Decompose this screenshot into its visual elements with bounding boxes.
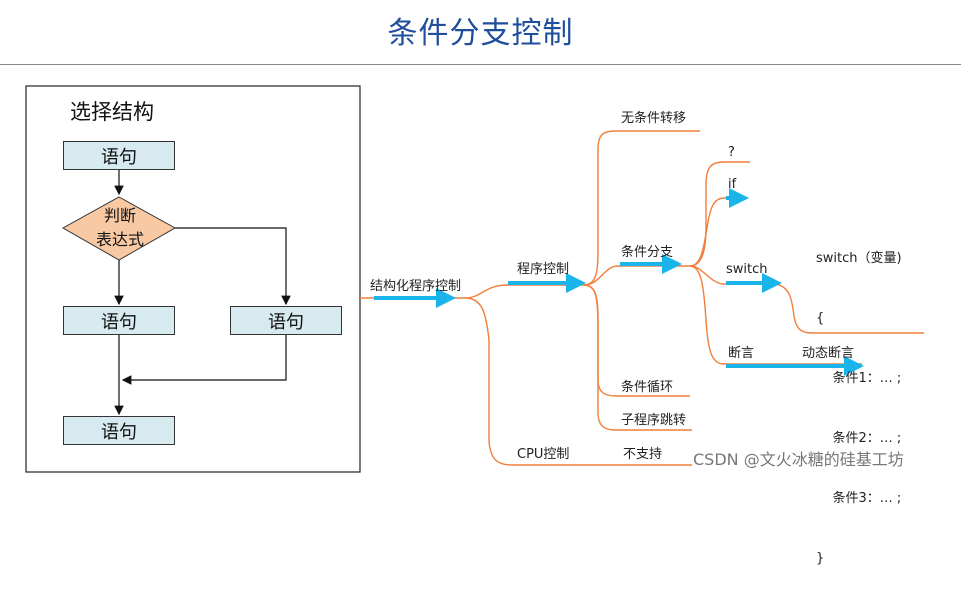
if-label: if	[728, 177, 737, 192]
switch-code-line-5: 条件3：… ;	[816, 491, 902, 506]
switch-code-line-1: switch（变量)	[816, 251, 902, 266]
statement-box-end: 语句	[63, 416, 175, 445]
dynamic-assert-label: 动态断言	[802, 346, 855, 361]
selection-structure-title: 选择结构	[70, 100, 154, 124]
assert-label: 断言	[728, 346, 755, 361]
statement-box-left: 语句	[63, 306, 175, 335]
decision-label: 判断 表达式	[84, 204, 156, 252]
mindmap-root-label: 结构化程序控制	[370, 279, 462, 294]
unsupported-label: 不支持	[623, 447, 663, 462]
diagram-canvas	[25, 85, 924, 473]
switch-code-block: switch（变量) { 条件1：… ; 条件2：… ; 条件3：… ; }	[816, 209, 902, 589]
title-divider	[0, 64, 961, 65]
switch-code-line-2: {	[816, 311, 825, 326]
switch-label: switch	[726, 262, 768, 277]
conditional-loop-label: 条件循环	[621, 380, 674, 395]
switch-code-line-6: }	[816, 551, 825, 566]
switch-code-line-4: 条件2：… ;	[816, 431, 902, 446]
unconditional-jump-label: 无条件转移	[621, 111, 687, 126]
decision-label-line1: 判断	[103, 206, 136, 225]
subroutine-jump-label: 子程序跳转	[621, 413, 687, 428]
statement-box-right: 语句	[230, 306, 342, 335]
statement-box-top: 语句	[63, 141, 175, 170]
selection-structure-frame	[25, 85, 361, 473]
program-control-label: 程序控制	[517, 262, 570, 277]
page-title: 条件分支控制	[387, 16, 574, 51]
flow-arrow-false	[175, 227, 291, 306]
question-mark-label: ?	[728, 145, 735, 160]
cpu-control-label: CPU控制	[517, 447, 570, 462]
flow-line-merge	[121, 335, 287, 385]
conditional-branch-label: 条件分支	[621, 245, 674, 260]
csdn-watermark: CSDN @文火冰糖的硅基工坊	[693, 450, 904, 469]
decision-label-line2: 表达式	[95, 230, 144, 249]
switch-code-line-3: 条件1：… ;	[816, 371, 902, 386]
